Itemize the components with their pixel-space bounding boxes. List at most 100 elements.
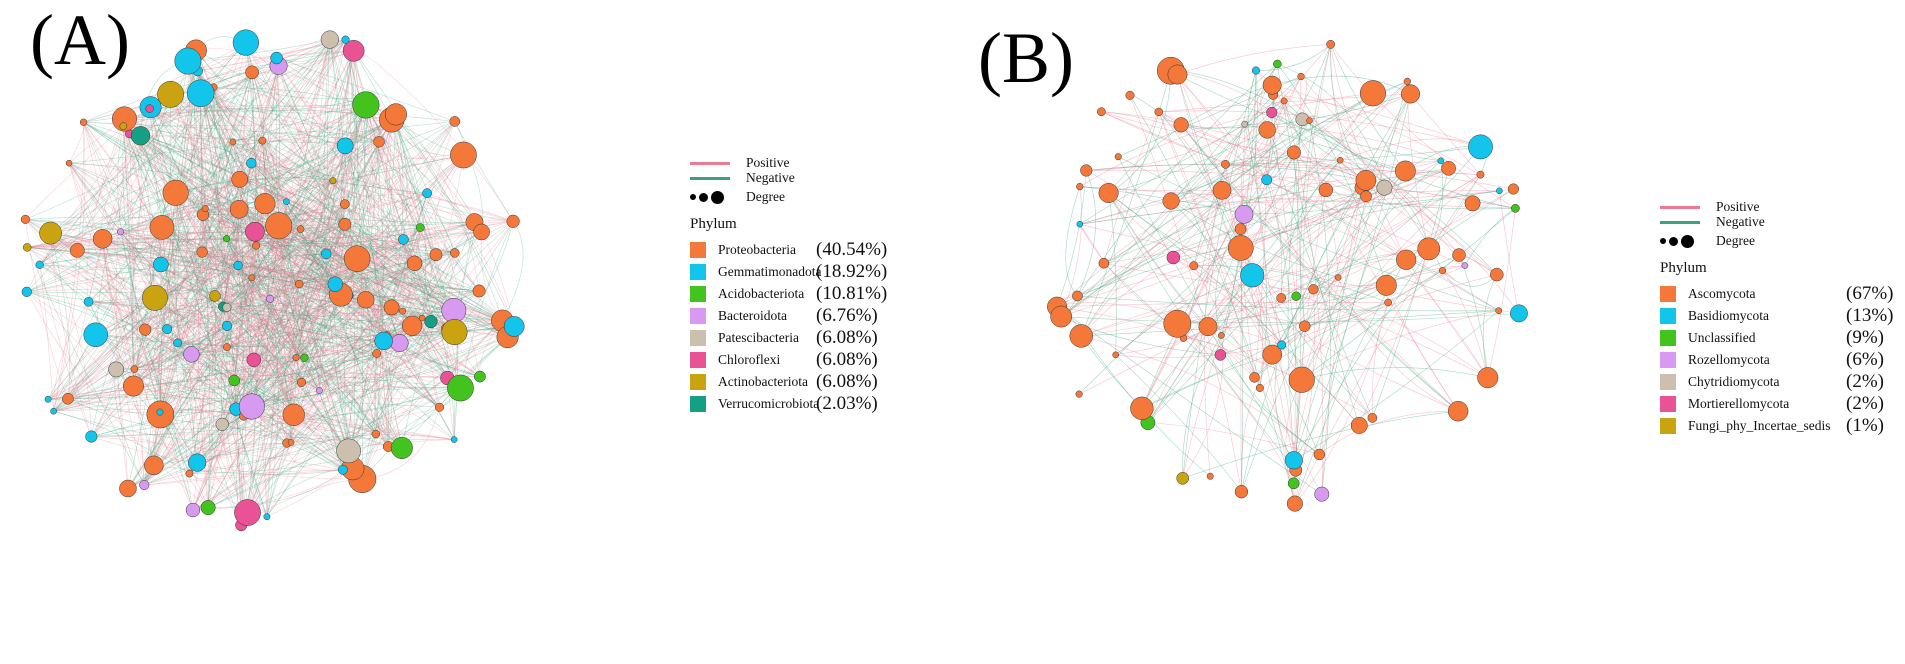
edge xyxy=(189,221,514,474)
edge xyxy=(140,135,454,311)
edge xyxy=(221,180,334,425)
edge xyxy=(391,119,480,292)
edge xyxy=(95,221,475,336)
edge xyxy=(67,353,377,400)
network-node xyxy=(1276,293,1287,303)
network-node xyxy=(447,374,474,402)
edge xyxy=(345,145,421,228)
edge xyxy=(1180,124,1459,412)
edge xyxy=(202,214,455,333)
edge xyxy=(1118,156,1499,311)
edge xyxy=(189,295,350,474)
edge xyxy=(95,334,294,416)
edge xyxy=(50,72,253,234)
edge xyxy=(25,39,346,220)
network-node xyxy=(1080,164,1093,177)
edge xyxy=(254,231,404,243)
edge xyxy=(124,118,334,181)
legend-negative-label: Negative xyxy=(746,170,795,185)
edge xyxy=(27,247,224,307)
edge xyxy=(344,145,403,449)
edge xyxy=(254,231,305,358)
network-node xyxy=(418,314,426,322)
legend-item-name: Gemmatimonadota xyxy=(718,264,822,279)
edge xyxy=(25,216,455,254)
edge xyxy=(134,224,345,370)
edge xyxy=(127,290,480,489)
network-node xyxy=(130,126,151,146)
edge xyxy=(1405,188,1514,260)
edge xyxy=(1293,152,1339,278)
edge xyxy=(50,232,156,299)
edge xyxy=(207,320,503,508)
edge xyxy=(50,232,300,285)
edge xyxy=(95,228,301,336)
edge xyxy=(361,252,456,480)
edge xyxy=(304,357,389,447)
edge xyxy=(264,192,428,213)
edge xyxy=(47,180,334,400)
edge xyxy=(278,65,384,342)
edge xyxy=(27,225,279,248)
edge xyxy=(192,39,331,511)
edge xyxy=(1057,306,1373,419)
edge xyxy=(67,209,240,399)
edge xyxy=(129,39,346,135)
edge xyxy=(48,397,440,408)
edge xyxy=(439,336,508,408)
edge xyxy=(160,39,331,265)
network-node xyxy=(352,91,380,119)
edge xyxy=(202,214,349,452)
network-node xyxy=(1336,156,1344,164)
edge xyxy=(266,442,292,517)
edge xyxy=(177,342,235,381)
legend-item: Mortierellomycota(2%) xyxy=(1660,393,1905,415)
legend-items-a: Proteobacteria(40.54%)Gemmatimonadota(18… xyxy=(690,239,960,415)
network-node xyxy=(1367,413,1378,423)
network-node xyxy=(229,138,237,146)
network-node xyxy=(1262,344,1283,365)
edge xyxy=(129,133,198,463)
edge xyxy=(91,387,461,437)
edge xyxy=(202,214,403,312)
edge xyxy=(1108,192,1360,426)
edge xyxy=(1330,44,1516,209)
edge xyxy=(295,114,397,358)
edge xyxy=(120,231,363,480)
network-node xyxy=(1299,320,1311,332)
edge xyxy=(1294,174,1481,504)
edge xyxy=(200,93,268,517)
network-node xyxy=(1511,203,1520,213)
edge xyxy=(143,208,206,486)
edge xyxy=(133,203,345,387)
edge xyxy=(133,192,428,387)
edge xyxy=(236,209,242,526)
edge xyxy=(251,72,448,379)
edge xyxy=(170,94,403,312)
legend-degree: Degree xyxy=(690,186,960,208)
network-node xyxy=(1359,80,1386,107)
edge xyxy=(1330,44,1363,188)
edge xyxy=(1141,100,1285,409)
edge xyxy=(213,87,253,407)
edge xyxy=(234,380,268,517)
edge xyxy=(1115,81,1408,356)
edge xyxy=(1158,110,1481,148)
edge xyxy=(144,114,397,486)
edge xyxy=(226,326,515,348)
edge xyxy=(395,114,503,321)
edge xyxy=(1141,354,1273,409)
edge xyxy=(95,141,234,335)
edge xyxy=(159,227,192,355)
edge xyxy=(192,328,448,511)
edge xyxy=(214,163,252,296)
edge xyxy=(295,252,456,358)
edge xyxy=(238,265,336,285)
edge xyxy=(213,87,228,239)
edge xyxy=(123,126,135,387)
network-node xyxy=(283,198,290,205)
network-node xyxy=(1510,304,1528,323)
edge xyxy=(175,177,333,194)
edge xyxy=(363,96,389,447)
edge xyxy=(1225,146,1481,165)
